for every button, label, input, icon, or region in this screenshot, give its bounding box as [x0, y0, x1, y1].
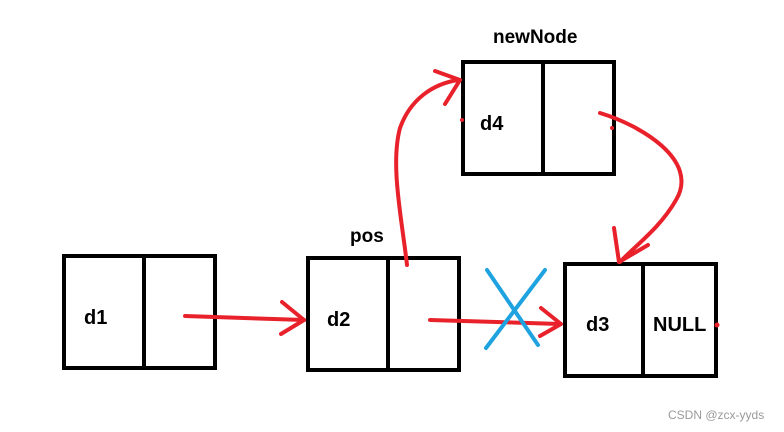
node-d1: d1 — [62, 254, 217, 370]
node-d2-data-label: d2 — [327, 309, 350, 331]
watermark: CSDN @zcx-yyds — [668, 408, 764, 422]
node-d4-next-cell — [541, 60, 616, 176]
node-d1-data-label: d1 — [84, 307, 107, 329]
dot-d4-right — [610, 126, 614, 130]
arrow-d2-to-d3-old — [428, 306, 563, 338]
dot-null — [714, 322, 720, 328]
arrow-d2-to-d4 — [394, 69, 462, 267]
node-d2-next-cell — [386, 256, 461, 372]
dot-d4-left — [460, 118, 464, 122]
node-d3-next-label: NULL — [653, 314, 706, 336]
node-d4-data-label: d4 — [480, 113, 504, 135]
node-d4: d4 — [461, 60, 616, 176]
new-node-label: newNode — [493, 27, 577, 48]
arrow-d1-to-d2 — [183, 300, 306, 336]
pos-label: pos — [350, 226, 384, 247]
cross-out-mark — [484, 268, 547, 350]
node-d3-data-label: d3 — [586, 314, 609, 336]
arrow-d4-to-d3 — [598, 111, 684, 264]
node-d2: d2 — [306, 256, 461, 372]
node-d3-next-cell — [641, 262, 718, 378]
node-d3: d3 NULL — [563, 262, 718, 378]
node-d1-next-cell — [142, 254, 217, 370]
